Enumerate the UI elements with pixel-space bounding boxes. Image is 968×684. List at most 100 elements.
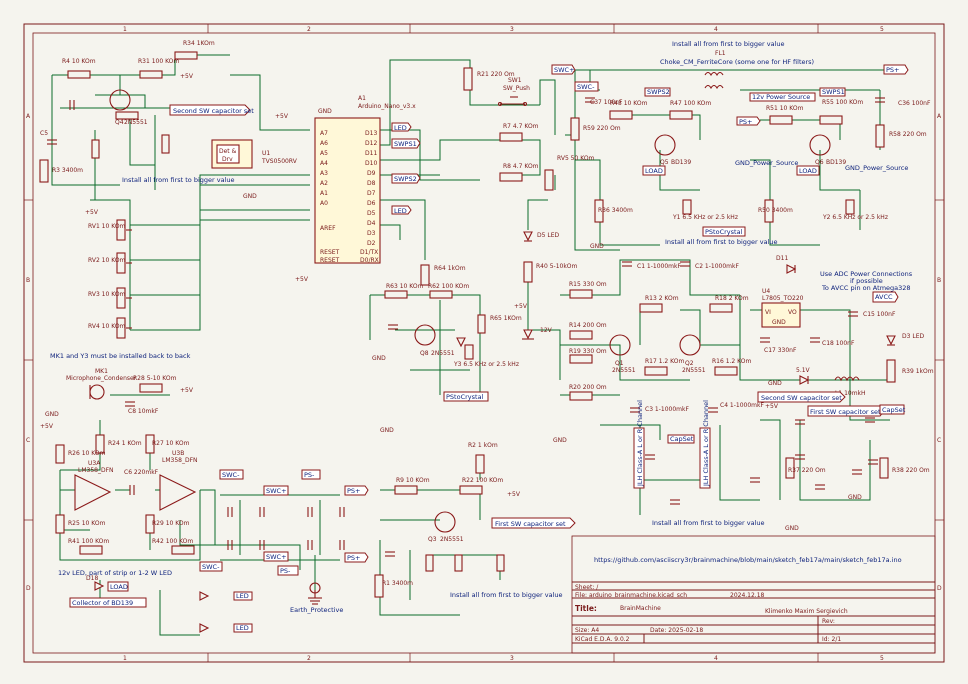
res-r21 xyxy=(463,67,473,91)
res-r22 xyxy=(459,485,483,495)
svg-text:D10: D10 xyxy=(365,160,377,167)
label-ps-minus-a: PS- xyxy=(304,471,315,479)
crystal-y1 xyxy=(682,199,692,215)
label-led-d: LED xyxy=(236,624,249,632)
row-d-right: D xyxy=(937,585,942,592)
res-r16 xyxy=(714,366,738,376)
u3a-ref: U3A xyxy=(88,460,101,467)
res-r42 xyxy=(171,545,195,555)
tb-id: Id: 2/1 xyxy=(822,636,841,643)
svg-text:D11: D11 xyxy=(365,150,377,157)
diodes xyxy=(94,231,896,633)
cap-c7 xyxy=(868,459,878,465)
ref-r50: R50 3400m xyxy=(758,207,793,214)
cap-c41 xyxy=(670,499,680,505)
gnd-1: GND xyxy=(318,108,332,115)
col-4-top: 4 xyxy=(714,26,718,33)
pot-rv1 xyxy=(116,219,126,241)
tb-rev: Rev: xyxy=(822,618,835,625)
ref-c18: C18 100nF xyxy=(822,340,855,347)
label-first-sw-1: First SW capacitor set xyxy=(810,408,881,416)
cap-c44 xyxy=(259,540,265,550)
l1-label: L1 10mkH xyxy=(835,390,866,397)
u4-value: L7805_TO220 xyxy=(762,295,804,302)
svg-text:A2: A2 xyxy=(320,180,328,187)
gnd-7: GND xyxy=(768,380,782,387)
svg-text:RESET: RESET xyxy=(320,249,340,256)
col-3-top: 3 xyxy=(510,26,514,33)
cap-c46 xyxy=(339,540,345,550)
res-r24 xyxy=(95,434,105,454)
cap-c3 xyxy=(630,407,640,413)
col-1-top: 1 xyxy=(123,26,127,33)
transistor-q4 xyxy=(109,89,131,111)
label-led-b: LED xyxy=(394,207,407,215)
mk1-ref: MK1 xyxy=(95,368,108,375)
label-gnd-power-a: GND_Power_Source xyxy=(735,159,798,167)
ref-r25: R25 10 KOm xyxy=(68,520,106,527)
ref-r15: R15 330 Om xyxy=(569,281,607,288)
res-r14 xyxy=(569,330,593,340)
svg-text:A7: A7 xyxy=(320,130,328,137)
res-r18 xyxy=(709,303,733,313)
y3-label: Y3 6.5 KHz or 2.5 kHz xyxy=(453,361,519,368)
col-3-bottom: 3 xyxy=(510,655,514,662)
u3a-value: LM358_DFN xyxy=(78,467,114,474)
u1-ref: U1 xyxy=(262,150,270,157)
d5-label: D5 LED xyxy=(537,232,559,239)
ref-r1: R1 3400m xyxy=(382,580,413,587)
cap-c9 xyxy=(69,100,75,110)
plus5v-6: +5V xyxy=(180,387,194,394)
ref-r34: R34 1KOm xyxy=(183,40,215,47)
ref-rv5: RV5 50 KOm xyxy=(557,155,595,162)
gnd-4: GND xyxy=(553,437,567,444)
res-r27 xyxy=(145,434,155,454)
res-r64 xyxy=(420,264,430,286)
row-d-left: D xyxy=(26,585,31,592)
res-r40 xyxy=(523,261,533,283)
cap-c10 xyxy=(852,469,862,475)
q1-label: Q1 xyxy=(615,360,624,367)
cap-c42 xyxy=(388,324,398,330)
row-a-left: A xyxy=(26,113,31,120)
label-led-a: LED xyxy=(394,124,407,132)
res-r41 xyxy=(79,545,103,555)
d18-label: D18 xyxy=(86,575,98,582)
label-pstocrystal-b: PStoCrystal xyxy=(446,393,484,401)
ref-rv4: RV4 10 KOm xyxy=(88,323,126,330)
ref-r22: R22 100 KOm xyxy=(462,477,503,484)
crystal-y3 xyxy=(464,344,474,360)
sw1-ref: SW1 xyxy=(508,77,522,84)
cap-c4 xyxy=(708,407,718,413)
ref-r63: R63 10 KOm xyxy=(386,283,424,290)
svg-text:D8: D8 xyxy=(367,180,376,187)
q8-label: Q8 xyxy=(420,350,429,357)
ref-r39: R39 1kOm xyxy=(902,368,934,375)
cap-c1 xyxy=(622,261,632,267)
svg-text:A4: A4 xyxy=(320,160,328,167)
svg-text:D7: D7 xyxy=(367,190,376,197)
transistor-q6 xyxy=(809,134,831,156)
ref-r51: R51 10 KOm xyxy=(766,105,804,112)
led-d18 xyxy=(94,581,105,591)
res-r19 xyxy=(569,354,593,364)
row-b-left: B xyxy=(26,277,30,284)
col-5-bottom: 5 xyxy=(880,655,884,662)
res-r4 xyxy=(67,70,91,79)
res-r9 xyxy=(394,485,418,495)
transistors xyxy=(109,89,831,533)
label-swc-minus-b: SWC- xyxy=(222,471,240,479)
cap-c12 xyxy=(795,419,805,425)
res-r38 xyxy=(879,457,889,479)
transistor-q8 xyxy=(414,324,436,346)
ref-r58: R58 220 Om xyxy=(889,131,927,138)
note-choke: Choke_CM_FerriteCore (some one for HF fi… xyxy=(660,58,814,66)
ref-r28: R28 5-10 KOm xyxy=(133,375,177,382)
diode-d11 xyxy=(786,264,797,274)
note-install-5: Install all from first to bigger value xyxy=(450,591,563,599)
res-r11 xyxy=(454,554,463,572)
res-r15 xyxy=(569,289,593,299)
col-4-bottom: 4 xyxy=(714,655,718,662)
cap-c36 xyxy=(875,97,885,103)
